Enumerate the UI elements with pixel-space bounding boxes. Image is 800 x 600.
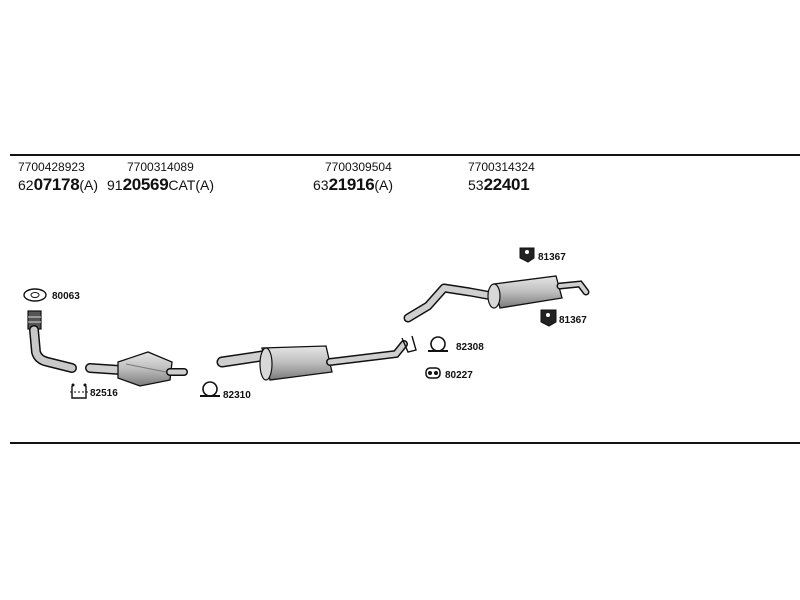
oem-number: 7700314324 <box>468 160 535 174</box>
oem-number: 7700428923 <box>18 160 85 174</box>
top-divider <box>10 154 800 156</box>
header-front-pipe: 7700428923 6207178(A) <box>18 160 98 194</box>
part-reference: 5322401 <box>468 175 530 194</box>
front-pipe-icon <box>27 310 77 373</box>
header-catalytic-converter: 7700314089 9120569CAT(A) <box>107 160 214 194</box>
clamp-icon <box>70 383 88 399</box>
oem-number: 7700314089 <box>127 160 194 174</box>
label-clamp-front: 82516 <box>90 388 118 399</box>
oem-number: 7700309504 <box>325 160 392 174</box>
label-hanger: 80227 <box>445 370 473 381</box>
bottom-divider <box>10 442 800 444</box>
part-reference: 9120569CAT(A) <box>107 175 214 194</box>
gasket-icon <box>23 288 47 302</box>
part-reference: 6321916(A) <box>313 175 394 194</box>
rear-silencer-icon <box>403 275 590 323</box>
catalytic-converter-icon <box>85 351 188 387</box>
label-mount-bottom: 81367 <box>559 315 587 326</box>
clamp-icon <box>200 381 220 397</box>
mount-icon <box>540 309 557 327</box>
part-reference: 6207178(A) <box>18 175 99 194</box>
header-middle-silencer: 7700309504 6321916(A) <box>313 160 393 194</box>
middle-silencer-icon <box>216 335 417 381</box>
label-clamp-mid: 82310 <box>223 390 251 401</box>
label-clamp-rear: 82308 <box>456 342 484 353</box>
clamp-icon <box>428 336 448 352</box>
label-gasket: 80063 <box>52 291 80 302</box>
header-rear-silencer: 7700314324 5322401 <box>468 160 535 194</box>
label-mount-top: 81367 <box>538 252 566 263</box>
mount-icon <box>519 247 535 263</box>
rubber-hanger-icon <box>425 367 441 379</box>
